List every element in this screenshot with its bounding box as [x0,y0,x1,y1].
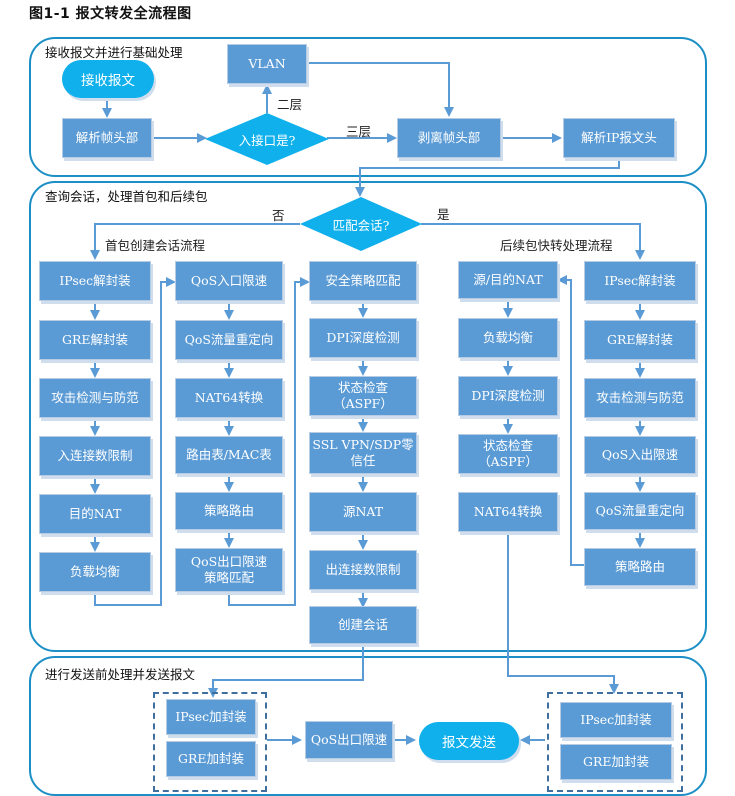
box-fast-nat64: NAT64转换 [458,492,558,532]
box-security-policy-match: 安全策略匹配 [309,261,417,301]
box-right-ipsec-encap: IPsec加封装 [560,702,672,738]
box-dest-nat: 目的NAT [39,494,151,534]
box-ipsec-decap: IPsec解封装 [39,261,151,301]
panel-send-label: 进行发送前处理并发送报文 [45,667,196,682]
box-parse-ip-header: 解析IP报文头 [563,118,675,158]
box-fast-aspf: 状态检查 （ASPF） [458,434,558,474]
box-inbound-conn-limit: 入连接数限制 [39,436,151,476]
decision-match-session [300,197,422,251]
box-fast-policy-routing: 策略路由 [584,548,696,586]
panel-receive [29,37,707,177]
label-layer2: 二层 [277,97,303,112]
box-route-mac-table: 路由表/MAC表 [175,436,283,474]
box-fast-qos-redirect: QoS流量重定向 [584,492,696,530]
arrow-yes-branch [421,223,645,260]
box-attack-defense: 攻击检测与防范 [39,378,151,418]
box-load-balance: 负载均衡 [39,552,151,592]
arrow-col1-to-col2 [94,277,176,606]
decision-ingress-interface-label: 入接口是? [238,132,296,148]
box-qos-egress-policy-match: QoS出口限速 策略匹配 [175,548,283,592]
box-fast-qos-inout-limit: QoS入出限速 [584,436,696,474]
box-policy-routing: 策略路由 [175,492,283,530]
label-fast-path-flow: 后续包快转处理流程 [500,238,613,253]
box-outbound-conn-limit: 出连接数限制 [309,550,417,590]
label-first-packet-flow: 首包创建会话流程 [105,238,206,253]
decision-ingress-interface [205,113,329,165]
label-layer3: 三层 [346,124,372,139]
connector-lines [90,62,645,745]
box-parse-frame-header: 解析帧头部 [62,118,152,158]
box-right-gre-encap: GRE加封装 [560,744,672,780]
box-left-ipsec-encap: IPsec加封装 [166,699,256,735]
arrow-vlan-to-strip [303,62,454,117]
box-vlan: VLAN [227,44,307,84]
box-fast-attack-defense: 攻击检测与防范 [584,378,696,418]
end-send-packet: 报文发送 [419,722,519,760]
start-receive-packet: 接收报文 [62,60,154,98]
box-nat64: NAT64转换 [175,378,283,418]
box-source-nat: 源NAT [309,492,417,532]
box-left-gre-encap: GRE加封装 [166,741,256,777]
panel-session [29,181,707,652]
box-dpi: DPI深度检测 [309,318,417,358]
arrow-nat64-to-send [507,532,619,694]
arrow-no-branch [90,223,300,260]
box-aspf: 状态检查 （ASPF） [309,376,417,416]
box-strip-frame-header: 剥离帧头部 [397,118,501,158]
arrow-parseip-to-match [355,161,620,197]
box-fast-src-dst-nat: 源/目的NAT [458,261,558,299]
panel-session-label: 查询会话，处理首包和后续包 [45,189,208,204]
box-sslvpn-sdp: SSL VPN/SDP零 信任 [309,432,417,474]
box-gre-decap: GRE解封装 [39,320,151,360]
arrow-fastcol2-to-fastcol1 [557,275,584,566]
box-fast-gre-decap: GRE解封装 [584,320,696,360]
decision-match-session-label: 匹配会话? [332,217,390,233]
box-fast-dpi: DPI深度检测 [458,376,558,416]
box-create-session: 创建会话 [309,606,417,644]
arrow-create-session-to-send [208,645,364,698]
arrow-col2-to-col3 [228,277,310,606]
box-qos-egress-limit: QoS出口限速 [305,721,393,759]
box-qos-redirect: QoS流量重定向 [175,320,283,360]
label-yes: 是 [437,207,450,222]
box-fast-load-balance: 负载均衡 [458,318,558,358]
box-fast-ipsec-decap: IPsec解封装 [584,261,696,301]
panel-receive-label: 接收报文并进行基础处理 [45,45,183,60]
figure-title: 图1-1 报文转发全流程图 [29,6,192,22]
label-no: 否 [272,208,285,223]
box-qos-ingress-limit: QoS入口限速 [175,261,283,301]
